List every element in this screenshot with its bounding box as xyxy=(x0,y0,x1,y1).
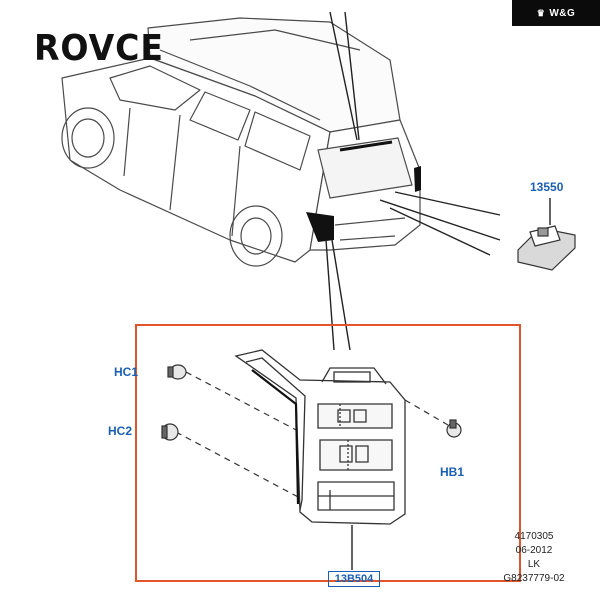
watermark-badge: ♛ W&G xyxy=(512,0,600,26)
tail-light-left xyxy=(306,212,334,242)
tail-lamp-assembly xyxy=(234,349,406,525)
brand-logo: ROVCE xyxy=(34,28,164,69)
doc-line-4: G8237779-02 xyxy=(503,573,565,584)
doc-line-3: LK xyxy=(527,559,541,570)
crown-icon: ♛ xyxy=(536,7,546,18)
license-lamp-part xyxy=(517,225,576,271)
callout-hc2: HC2 xyxy=(108,424,133,438)
fastener-hc1 xyxy=(167,364,187,380)
doc-line-1: 4170305 xyxy=(514,531,554,542)
callout-hb1: HB1 xyxy=(440,465,465,479)
badge-text: W&G xyxy=(549,7,576,19)
doc-line-2: 06-2012 xyxy=(515,545,553,556)
fastener-hb1 xyxy=(446,419,462,438)
tail-light-right xyxy=(414,166,421,192)
callout-main-part: 13B504 xyxy=(328,571,380,587)
fastener-hc2 xyxy=(161,423,179,441)
leader-lines xyxy=(325,11,551,570)
callout-13550: 13550 xyxy=(530,180,564,194)
document-info: 4170305 06-2012 LK G8237779-02 xyxy=(494,530,574,586)
callout-hc1: HC1 xyxy=(114,365,139,379)
fastener-dash-lines xyxy=(175,371,449,499)
